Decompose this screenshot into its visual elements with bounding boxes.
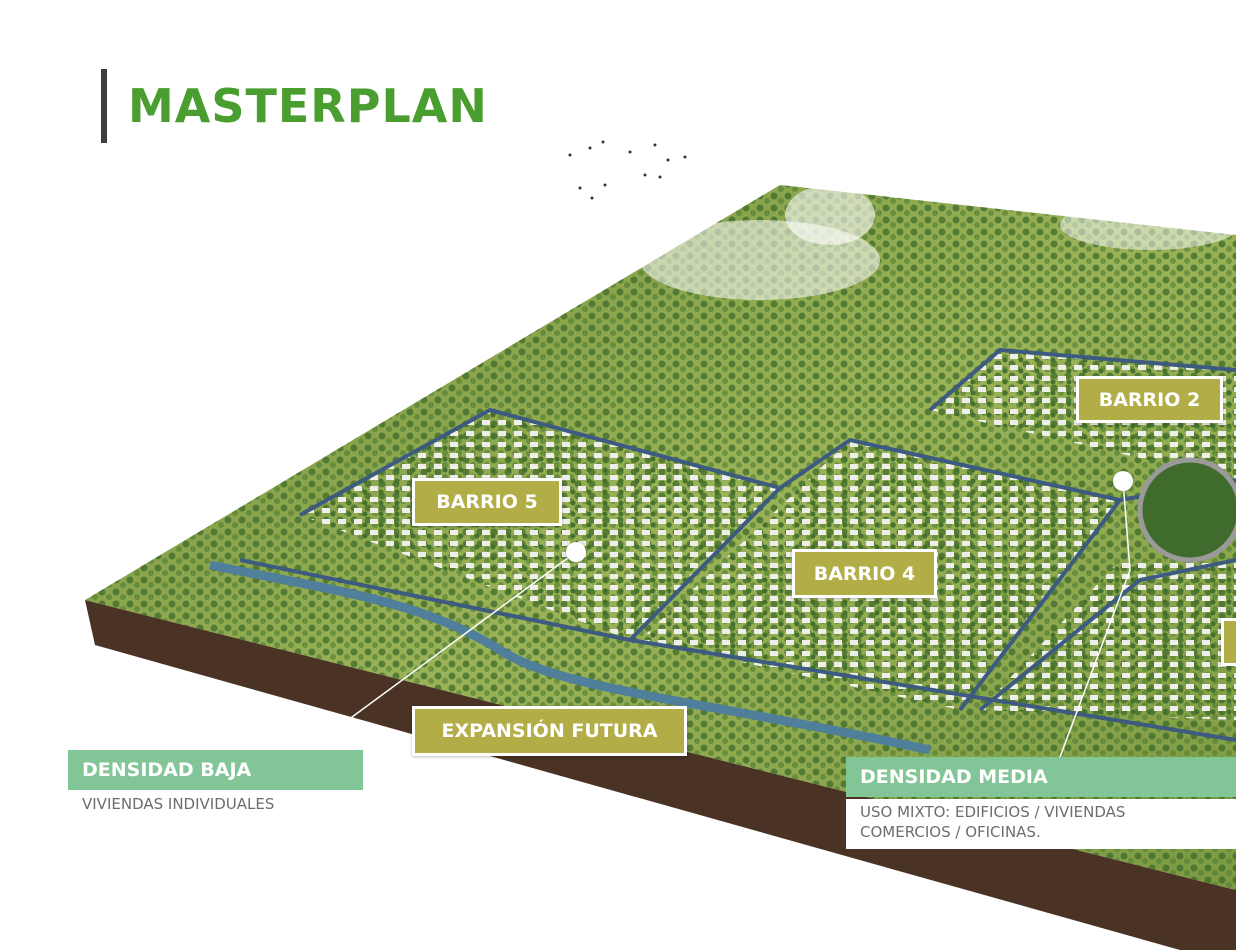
roundabout [1137,457,1236,563]
legend-low-density-description: VIVIENDAS INDIVIDUALES [68,794,363,818]
marker-low-density[interactable] [566,542,586,562]
page-title: MASTERPLAN [128,79,488,133]
leader-line-medium [1059,480,1131,758]
legend-medium-density-description: USO MIXTO: EDIFICIOS / VIVIENDAS COMERCI… [846,799,1236,849]
river [209,560,931,755]
birds [568,140,687,200]
leader-line-low [309,551,577,749]
marker-medium-density[interactable] [1113,471,1133,491]
neighborhood-block [980,560,1236,720]
legend-medium-density-title: DENSIDAD MEDIA [846,757,1236,797]
label-barrio-2[interactable]: BARRIO 2 [1076,376,1223,423]
legend-medium-line-1: USO MIXTO: EDIFICIOS / VIVIENDAS [860,803,1126,821]
legend-medium-line-2: COMERCIOS / OFICINAS. [860,823,1041,841]
soil-edge [85,600,1236,950]
label-barrio-4[interactable]: BARRIO 4 [792,549,937,598]
roads [239,347,1236,742]
legend-low-density-title: DENSIDAD BAJA [68,750,363,790]
label-barrio-5[interactable]: BARRIO 5 [412,478,562,526]
label-expansion-futura[interactable]: EXPANSIÓN FUTURA [412,706,687,756]
title-accent-bar [101,69,107,143]
label-partial-offscreen [1221,618,1236,666]
